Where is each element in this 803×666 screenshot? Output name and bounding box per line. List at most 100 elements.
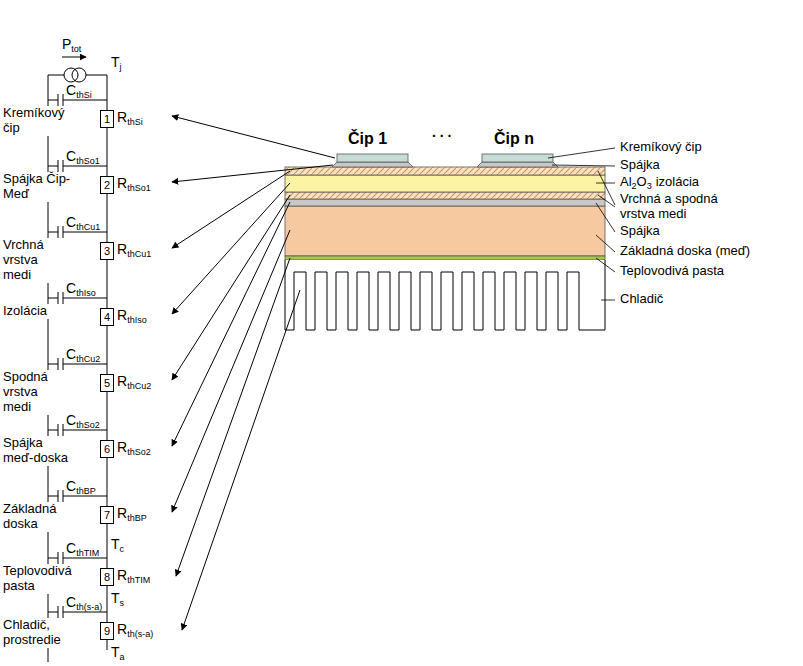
label: Izolácia [3,304,73,319]
label: CthBP [66,478,96,496]
label-text: Teplovodivá pasta [620,263,724,278]
capacitor-symbol [58,424,63,436]
subscript: thSi [127,117,143,127]
label-text: C [66,478,76,494]
resistor-box: 5 [100,374,114,392]
label-text: Teplovodivá pasta [3,563,72,593]
resistor-box: 4 [100,308,114,326]
capacitor-symbol [58,94,63,106]
label: RthSo1 [117,175,151,193]
box-number: 3 [104,245,110,257]
subscript: tot [71,44,81,54]
solder-layer [285,199,605,206]
layer-arrow [172,183,290,314]
label-text: C [66,594,76,610]
label-text: . . . [432,124,451,140]
label-text: Kremíkový čip [3,105,64,135]
resistor-box: 2 [100,176,114,194]
label-text: R [117,109,127,125]
label: Tc [111,536,124,554]
leader-line [596,203,615,232]
label: CthCu2 [66,346,100,364]
box-number: 6 [104,443,110,455]
current-source [72,68,86,82]
layer-arrow [182,290,300,630]
bottom-copper [285,192,605,199]
subscript: s [120,598,125,608]
label-text: C [66,280,76,296]
label: Základná doska [3,502,69,532]
label-text: C [66,82,76,98]
box-number: 7 [104,509,110,521]
label-text: Vrchná a spodná vrstva medi [620,191,718,221]
box-number: 1 [104,113,110,125]
layer-arrow [172,171,290,248]
subscript: thCu1 [76,222,100,232]
label: . . . [432,124,451,140]
label-text: Čip 1 [348,130,387,147]
subscript: thBP [127,513,147,523]
subscript: 2 [632,181,637,191]
subscript: thIso [127,315,147,325]
label-text: R [117,505,127,521]
ladder-wire [107,458,108,506]
leader-line [548,148,615,158]
label-text: T [111,54,120,70]
label-text: izolácia [656,174,699,189]
label: CthCu1 [66,214,100,232]
capacitor-symbol [58,490,63,502]
ladder-wire [107,524,108,568]
leader-line [596,235,615,252]
subscript: thCu2 [76,354,100,364]
label: CthSo2 [66,412,100,430]
resistor-box: 7 [100,506,114,524]
label: Chladič [620,292,663,307]
label: RthSi [117,109,143,127]
subscript: 3 [647,181,652,191]
layer-arrows [172,116,335,630]
heatsink [285,260,605,330]
capacitor-symbol [58,552,63,564]
label-text: R [117,567,127,583]
label-text: Izolácia [3,303,47,318]
subscript: thSi [76,90,92,100]
subscript: thTIM [127,575,150,585]
subscript: thCu1 [127,249,151,259]
label: Ptot [62,36,81,54]
label: Cth(s-a) [66,594,102,612]
resistor-box: 1 [100,110,114,128]
label-text: R [117,439,127,455]
label-text: R [117,175,127,191]
leader-line [552,165,615,166]
subscript: th(s-a) [127,629,153,639]
resistor-box: 8 [100,568,114,586]
subscript: thSo1 [76,156,100,166]
leader-line [596,258,615,272]
label: RthBP [117,505,147,523]
label: Spájka [620,224,660,239]
capacitor-symbol [58,358,63,370]
label: CthTIM [66,540,99,558]
label: Spájka Čip-Meď [3,172,73,202]
box-number: 8 [104,571,110,583]
layer-arrow [172,202,290,446]
label-text: Vrchná vrstva medi [3,237,44,282]
label: RthIso [117,307,147,325]
label-text: R [117,373,127,389]
label: Kremíkový čip [3,106,75,136]
subscript: thCu2 [127,381,151,391]
label-text: Al [620,174,632,189]
label: Rth(s-a) [117,621,153,639]
subscript: j [120,62,122,72]
label: CthSi [66,82,92,100]
label: Kremíkový čip [620,140,702,155]
label-text: Kremíkový čip [620,139,702,154]
label-text: P [62,36,71,52]
label: Al2O3izolácia [620,175,699,191]
ladder-wire [107,128,108,176]
label: Ts [111,590,124,608]
subscript: c [120,544,125,554]
ceramic-insulation [285,175,605,192]
label-text: Základná doska (meď) [620,243,750,258]
capacitor-symbol [58,606,63,618]
